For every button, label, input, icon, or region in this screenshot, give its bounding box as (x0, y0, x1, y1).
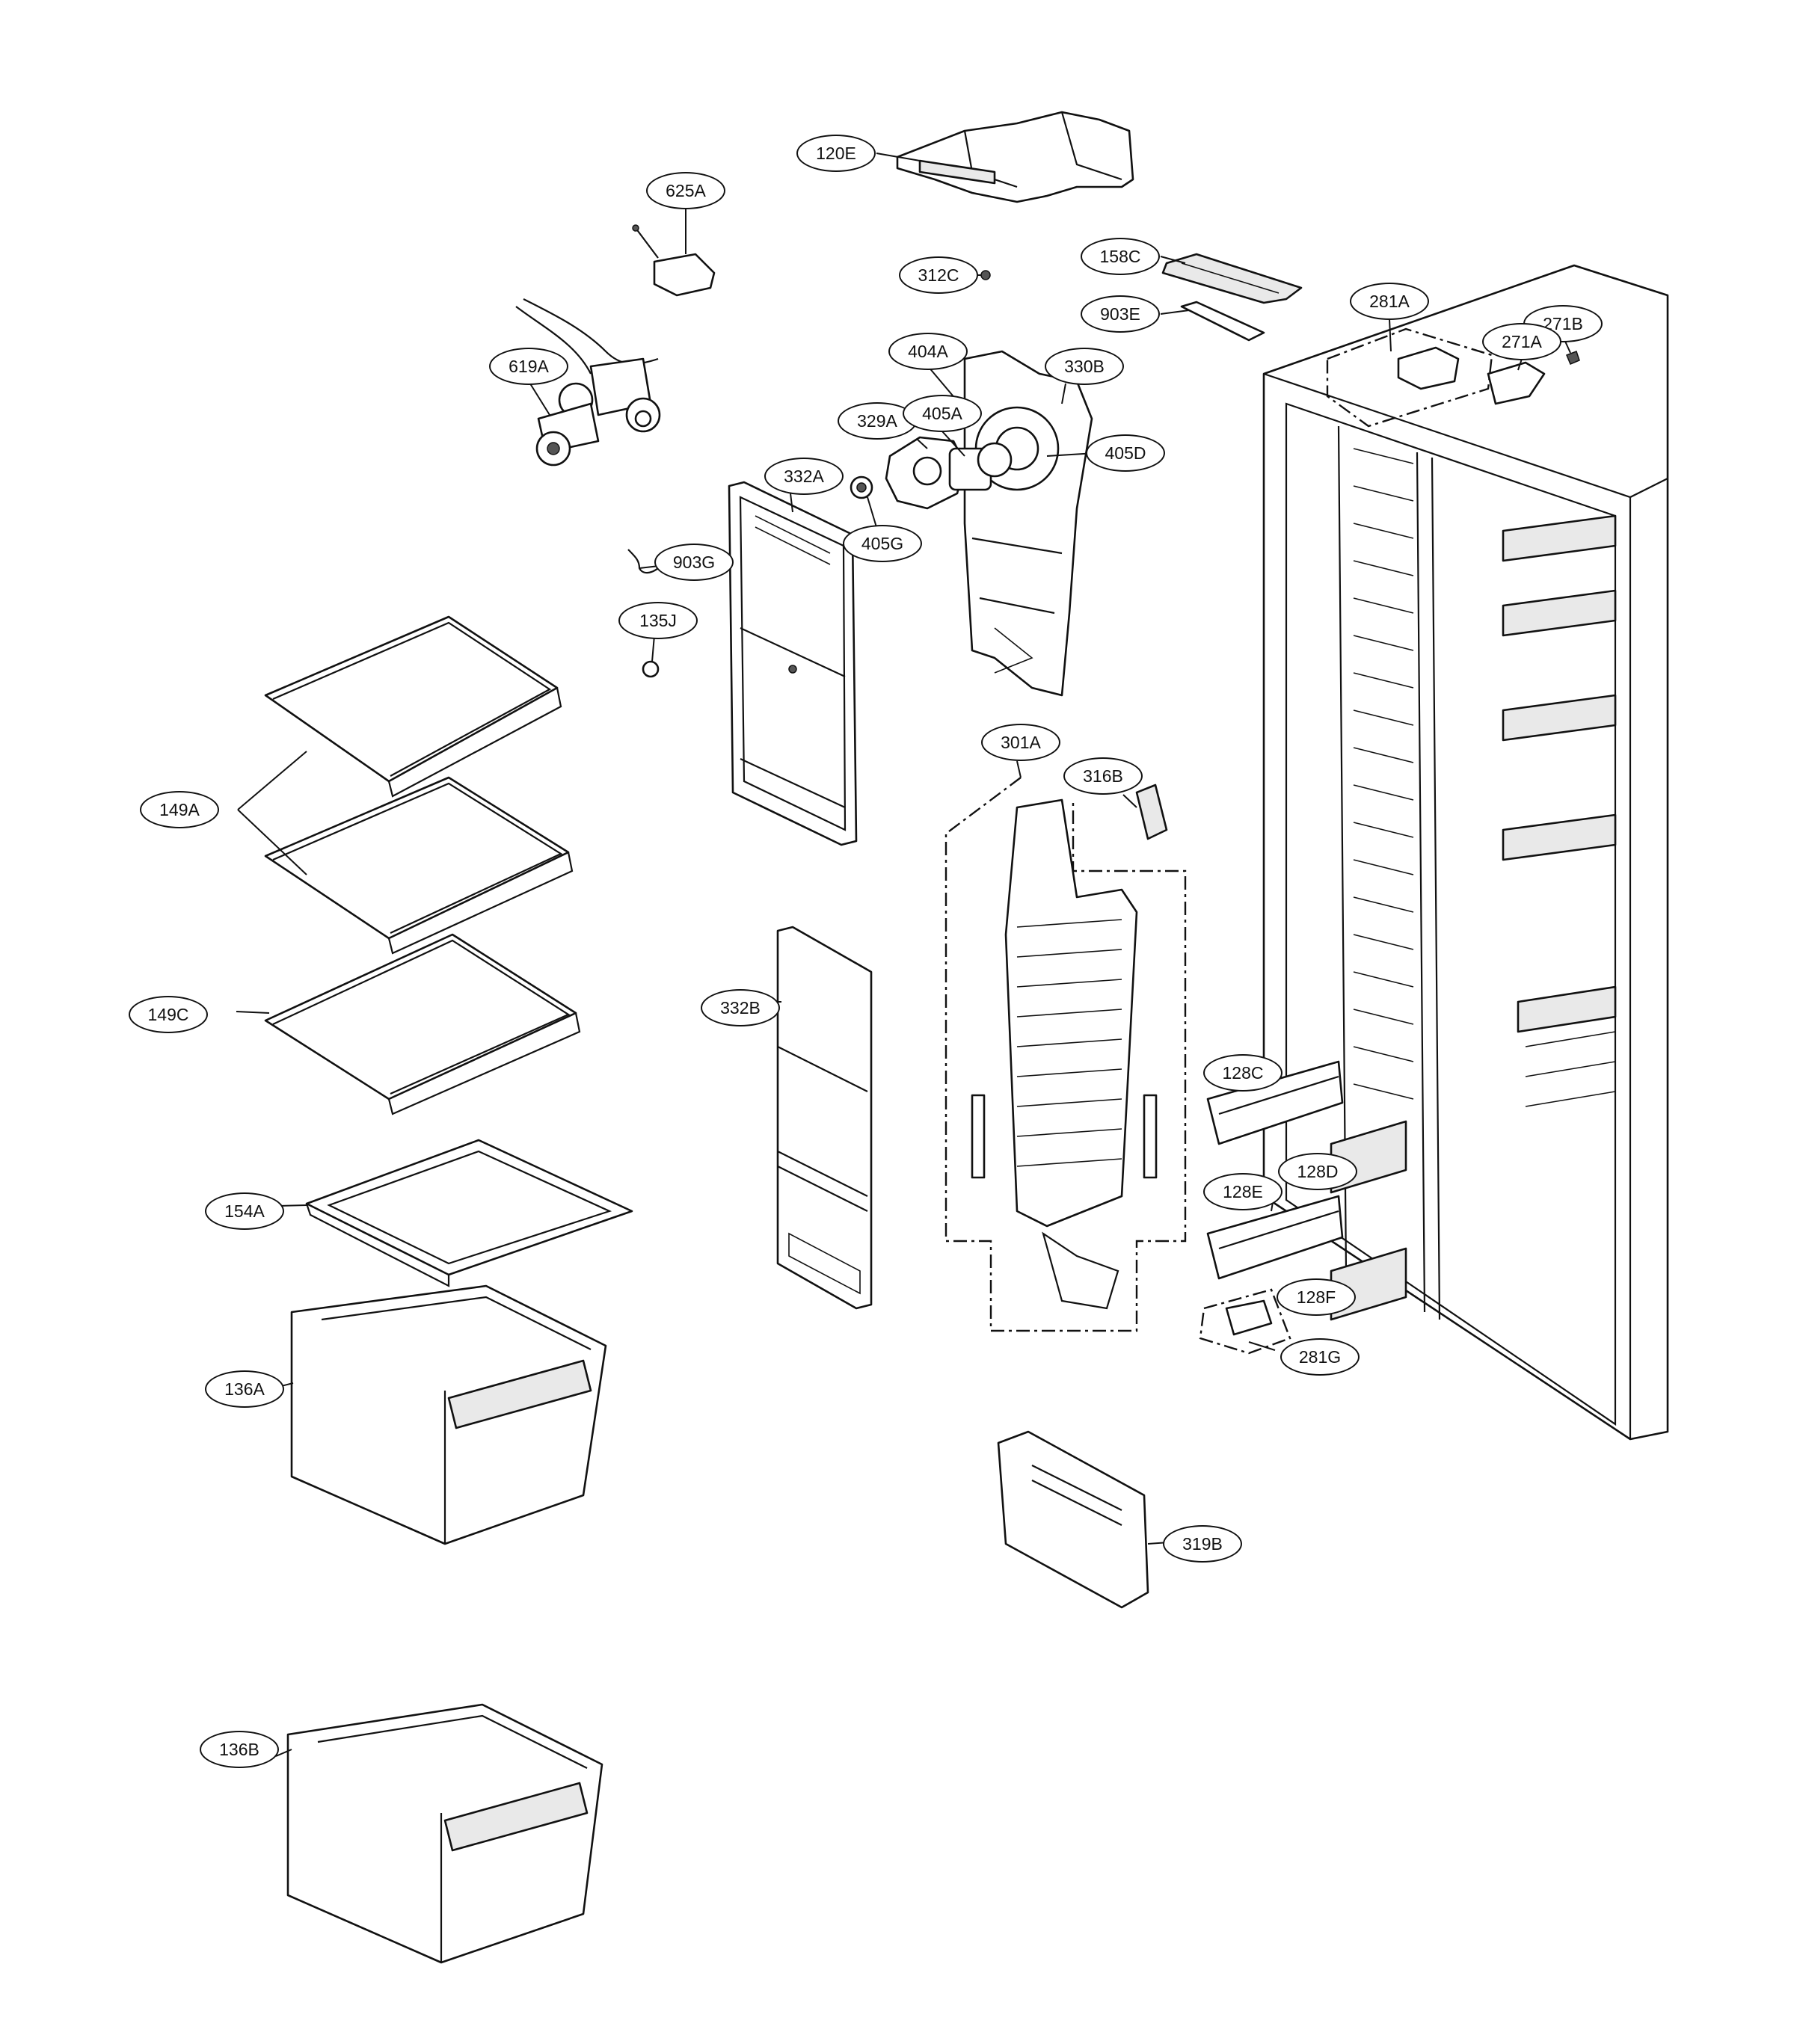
callout-120e: 120E (796, 135, 876, 172)
part-refrigerator-cabinet (1262, 264, 1669, 1441)
part-281g-hinge-group (1199, 1288, 1291, 1355)
part-271b-screw (1566, 351, 1580, 365)
part-128c-rail (1206, 1060, 1344, 1145)
part-332b-rear-panel (776, 926, 873, 1310)
callout-158c: 158C (1081, 238, 1160, 275)
callout-281g: 281G (1280, 1338, 1360, 1376)
callout-128c: 128C (1203, 1054, 1283, 1092)
callout-405g: 405G (843, 525, 922, 562)
callout-404a: 404A (888, 333, 968, 370)
part-312c-screw (980, 270, 991, 280)
part-332a-rear-panel (728, 481, 858, 846)
part-136b-crisper-drawer (286, 1703, 603, 1964)
part-158c-bar (1161, 253, 1303, 304)
part-128e-rail (1206, 1195, 1344, 1280)
part-903e-strip (1180, 301, 1265, 342)
callout-405d: 405D (1086, 434, 1165, 472)
part-329a-fan-blade (885, 436, 966, 510)
part-405a-motor (948, 442, 1013, 491)
callout-154a: 154A (205, 1192, 284, 1230)
callout-312c: 312C (899, 256, 978, 294)
callout-332a: 332A (764, 458, 844, 495)
callout-149a: 149A (140, 791, 219, 828)
callout-319b: 319B (1163, 1525, 1242, 1563)
part-625a-cover (632, 224, 716, 297)
callout-316b: 316B (1063, 757, 1143, 795)
part-149a-shelf-middle (264, 776, 574, 955)
callout-619a: 619A (489, 348, 568, 385)
part-405g-grommet (850, 475, 873, 499)
leader-149a (237, 751, 307, 875)
part-149a-shelf-top (264, 615, 562, 798)
callout-405a: 405A (903, 395, 982, 432)
callout-128e: 128E (1203, 1173, 1283, 1210)
callout-271a: 271A (1482, 323, 1561, 360)
part-281a-hinge-group (1326, 327, 1493, 428)
callout-128d: 128D (1278, 1153, 1357, 1190)
callout-330b: 330B (1045, 348, 1124, 385)
part-135j (642, 660, 660, 678)
part-120e-duct-cover (896, 111, 1134, 203)
part-319b-cover (997, 1430, 1149, 1609)
callout-136a: 136A (205, 1370, 284, 1408)
callout-903e: 903E (1081, 295, 1160, 333)
part-619a-water-valve (515, 298, 661, 467)
part-136a-crisper-drawer (290, 1284, 607, 1545)
callout-301a: 301A (981, 724, 1060, 761)
callout-136b: 136B (200, 1731, 279, 1768)
part-301a-evaporator (944, 777, 1187, 1332)
callout-128f: 128F (1277, 1278, 1356, 1316)
callout-281a: 281A (1350, 283, 1429, 320)
callout-332b: 332B (701, 989, 780, 1026)
part-330b-fan-shroud (963, 350, 1093, 697)
part-316b-block (1135, 784, 1168, 840)
callout-135j: 135J (618, 602, 698, 639)
part-149c-shelf (264, 933, 581, 1115)
part-154a-crisper-cover (305, 1139, 633, 1287)
callout-149c: 149C (129, 996, 208, 1033)
callout-625a: 625A (646, 172, 725, 209)
callout-903g: 903G (654, 544, 734, 581)
